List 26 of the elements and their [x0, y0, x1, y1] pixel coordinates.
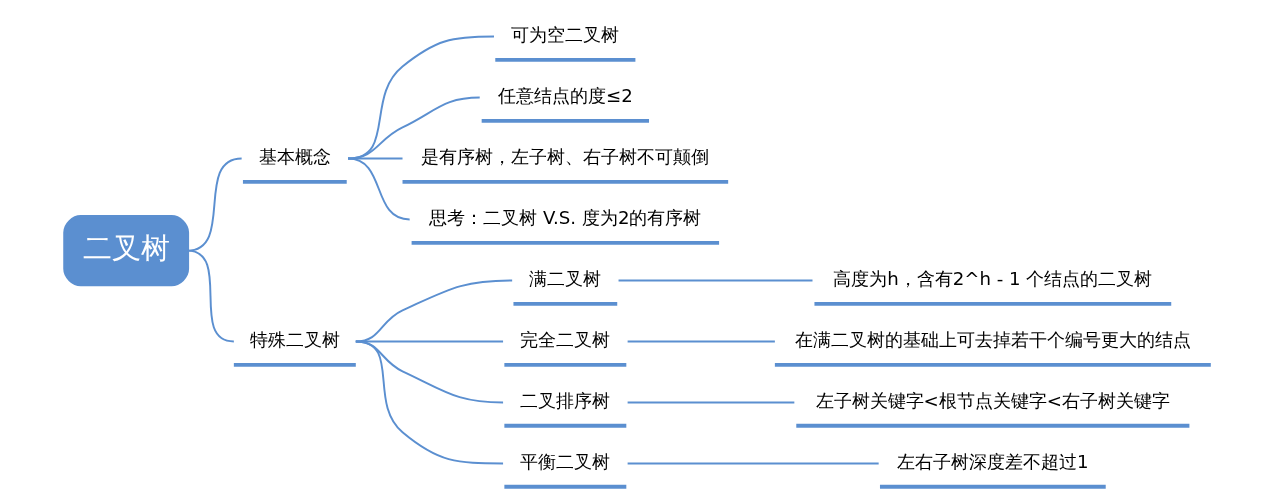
connector: [354, 340, 504, 465]
node-text: 完全二叉树: [519, 329, 610, 351]
node-text: 在满二叉树的基础上可去掉若干个编号更大的结点: [794, 329, 1191, 351]
connector: [346, 157, 411, 221]
node-text: 可为空二叉树: [510, 24, 619, 46]
node-text: 特殊二叉树: [249, 329, 340, 351]
connector: [626, 462, 880, 465]
node-text: 左右子树深度差不超过1: [896, 451, 1089, 473]
node-text: 任意结点的度≤2: [497, 85, 633, 107]
connector: [346, 96, 481, 160]
connector: [346, 35, 495, 160]
node-text: 高度为h，含有2^h - 1 个结点的二叉树: [832, 268, 1152, 290]
connector: [626, 340, 776, 343]
node-text: 基本概念: [258, 146, 331, 168]
connector: [354, 340, 504, 343]
connector: [617, 279, 813, 282]
node-text: 二叉排序树: [519, 390, 610, 412]
connector: [354, 340, 504, 404]
node-text: 是有序树，左子树、右子树不可颠倒: [420, 146, 709, 168]
node-text: 平衡二叉树: [519, 451, 610, 473]
connector: [354, 279, 513, 343]
node-text: 满二叉树: [528, 268, 601, 290]
connector: [626, 401, 795, 404]
node-text: 思考：二叉树 V.S. 度为2的有序树: [428, 207, 701, 229]
node-box: 二叉树: [62, 214, 189, 287]
node-text: 左子树关键字<根节点关键字<右子树关键字: [815, 390, 1170, 412]
